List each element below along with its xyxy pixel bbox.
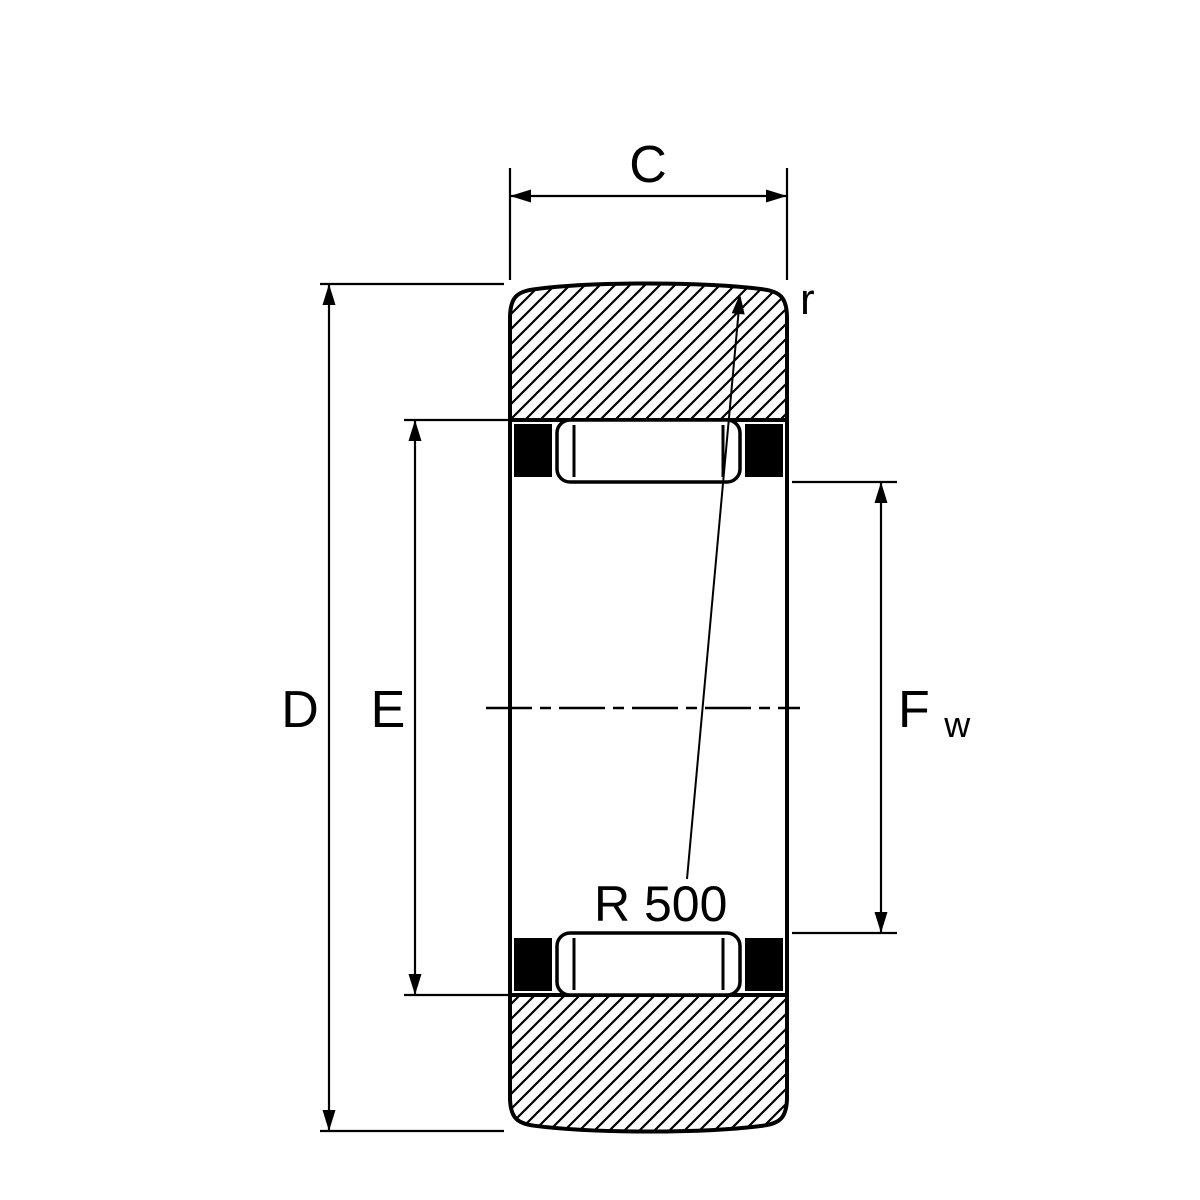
arrowhead	[322, 1110, 336, 1131]
corner-radius-label: r	[800, 275, 815, 324]
dimension-label-e: E	[371, 681, 406, 739]
arrowhead	[731, 294, 745, 315]
leader-line	[686, 311, 740, 880]
arrowhead	[874, 912, 888, 933]
dimension-C	[508, 168, 789, 280]
needle-roller-top	[555, 418, 742, 484]
arrowhead	[766, 189, 787, 203]
arrowhead	[408, 974, 422, 995]
dimension-label-d: D	[281, 681, 319, 739]
arrowhead	[322, 284, 336, 305]
roller-row-bottom	[514, 931, 783, 997]
outer-ring-bottom-section	[508, 993, 789, 1134]
fw-subscript: w	[943, 704, 971, 745]
dimension-label-fw: F w	[898, 681, 971, 745]
seal-top-right	[745, 424, 783, 477]
needle-roller-bottom	[555, 931, 742, 997]
arrowhead	[408, 420, 422, 441]
crown-radius-leader	[686, 294, 745, 880]
arrowhead	[874, 482, 888, 503]
arrowhead	[510, 189, 531, 203]
roller-row-top	[514, 418, 783, 484]
dimension-label-c: C	[629, 136, 667, 194]
fw-main: F	[898, 681, 930, 739]
dimension-D	[320, 282, 504, 1133]
dimension-E	[404, 418, 510, 997]
seal-bottom-left	[514, 938, 552, 991]
dimension-Fw	[792, 480, 897, 935]
crown-radius-label: R 500	[594, 876, 727, 932]
outer-ring-top-section	[508, 281, 789, 422]
seal-bottom-right	[745, 938, 783, 991]
seal-top-left	[514, 424, 552, 477]
outer-ring	[508, 281, 789, 1134]
